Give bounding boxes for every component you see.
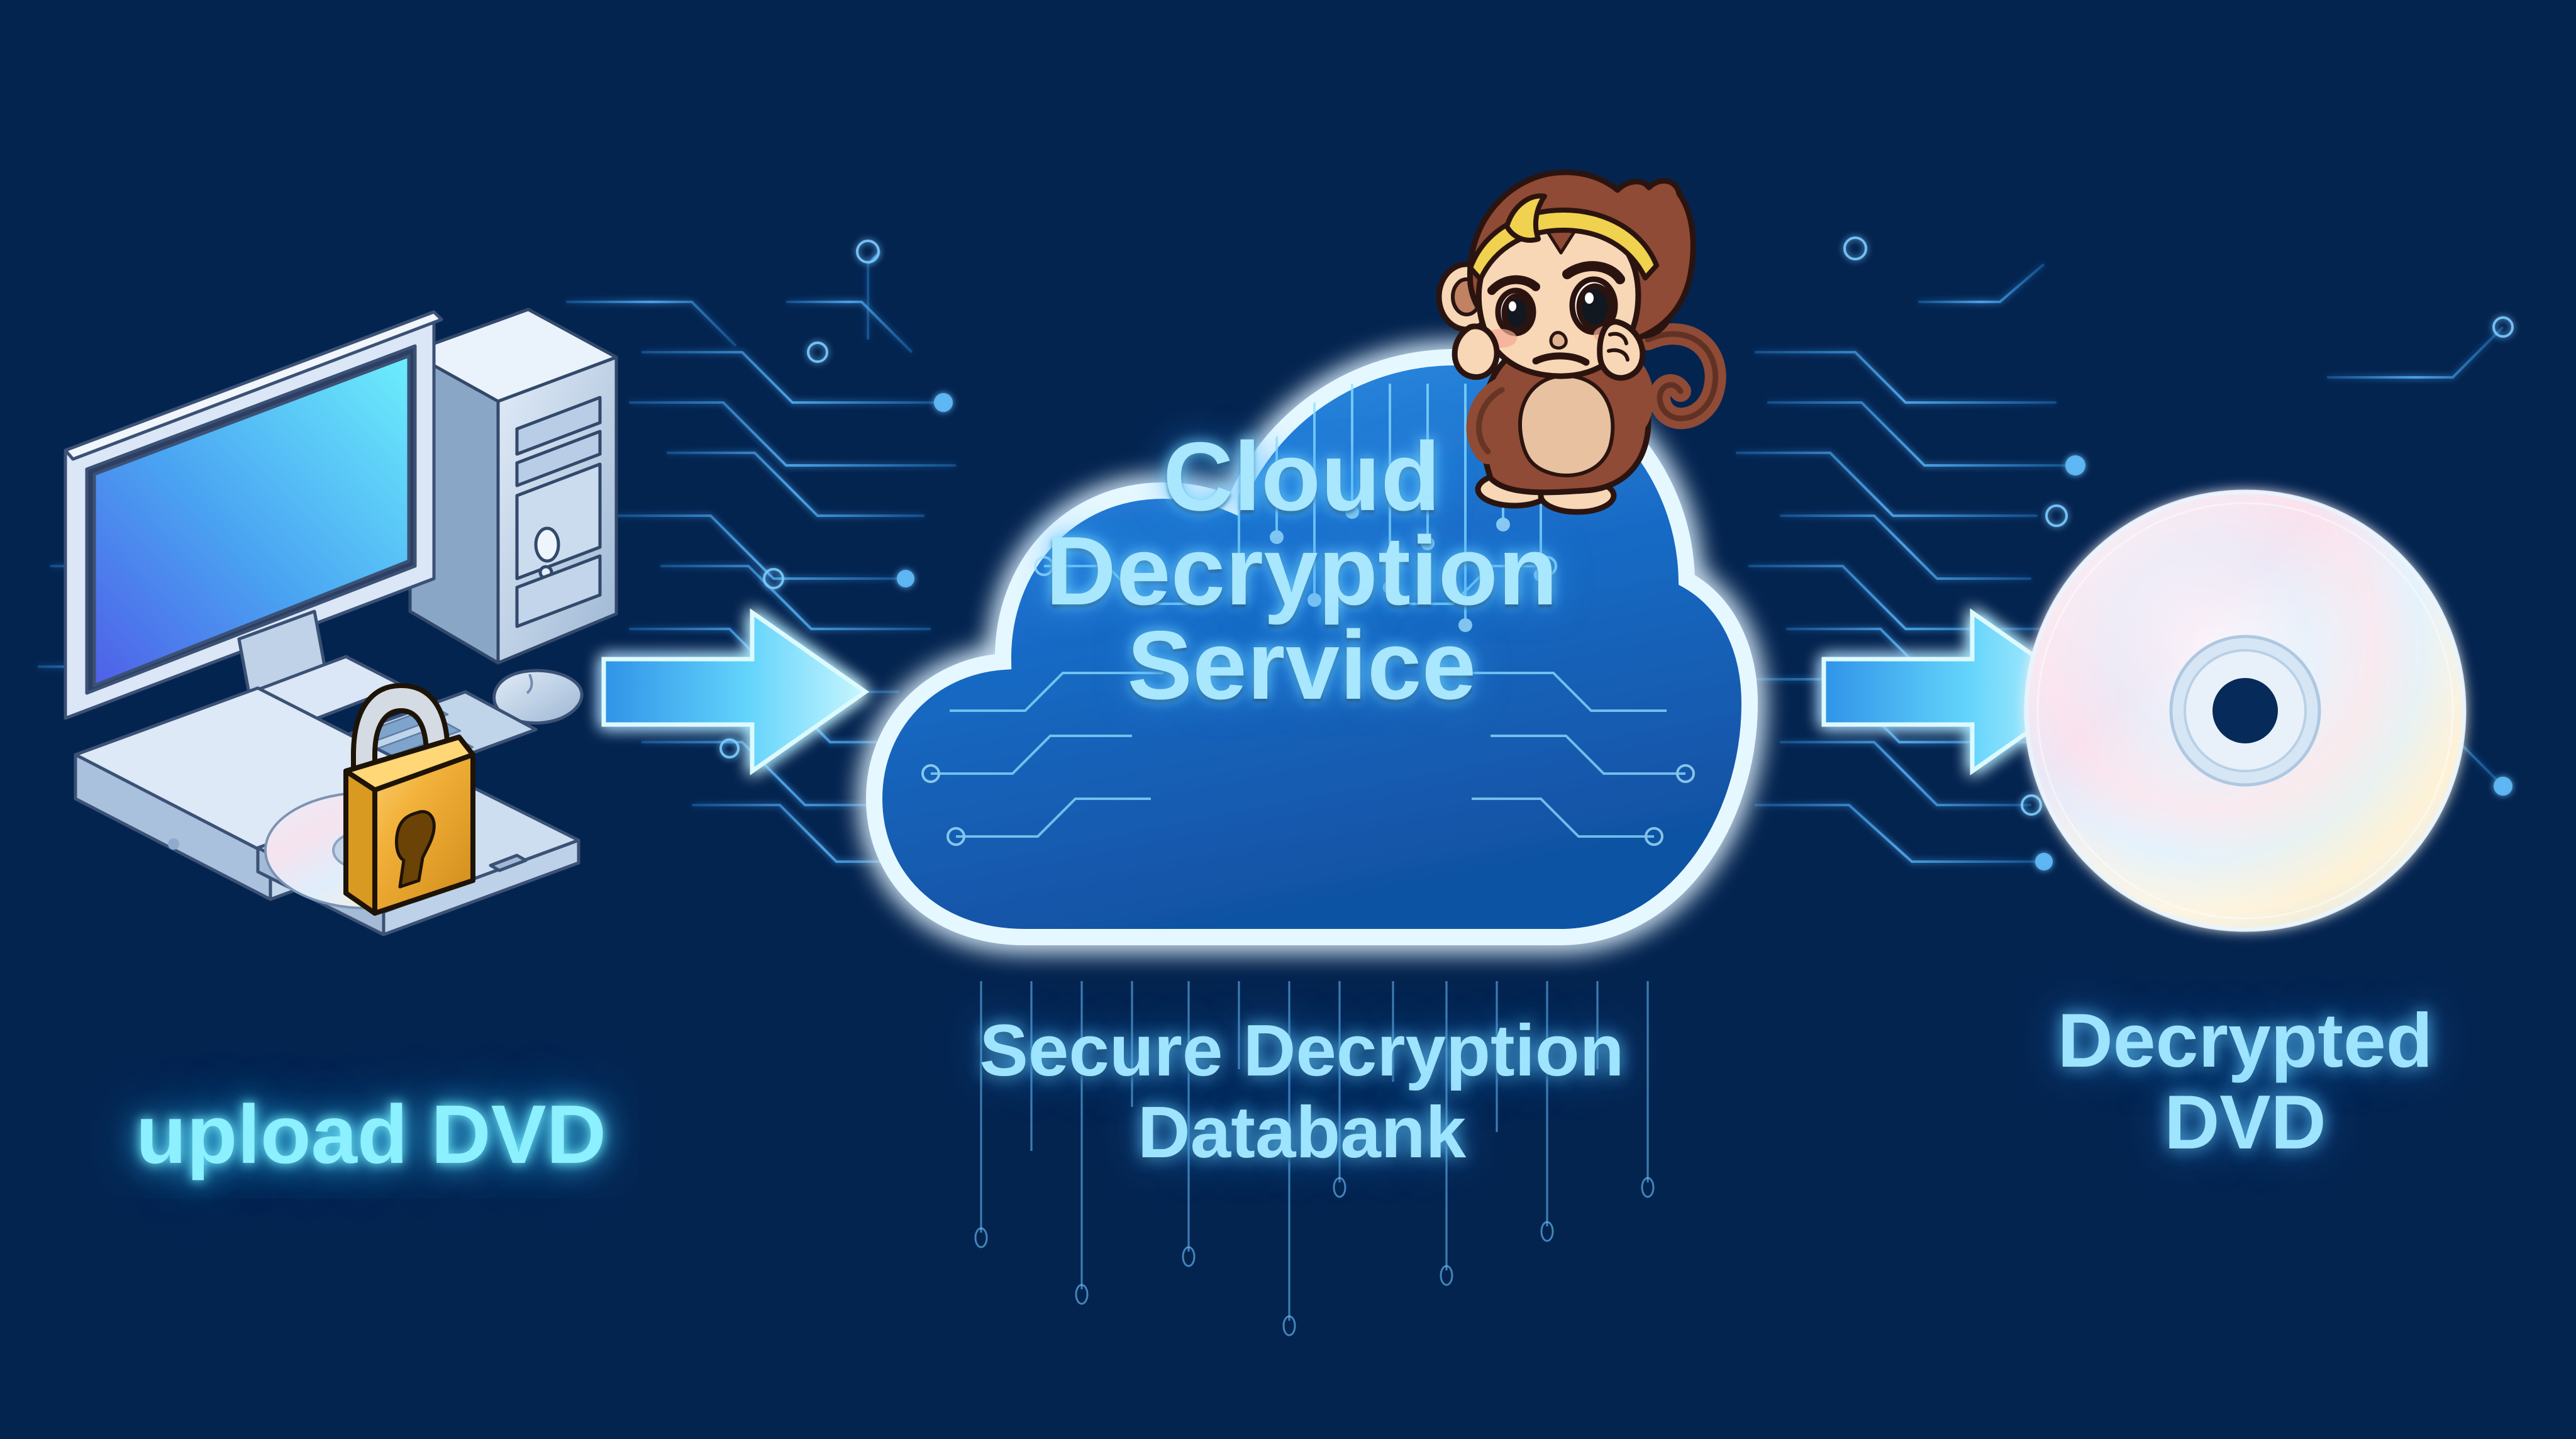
computer-workstation (50, 252, 692, 936)
padlock-icon (343, 683, 475, 916)
arrow-right-icon-left (601, 585, 870, 799)
caption-databank-line-1: Secure Decryption (979, 1009, 1624, 1091)
thinking-monkey-mascot (1396, 151, 1748, 528)
computer-tower-icon (408, 308, 618, 665)
decrypted-dvd-disc-icon (2012, 478, 2478, 943)
caption-upload-dvd: upload DVD (136, 1088, 606, 1181)
caption-decrypted-line-2: DVD (2164, 1079, 2326, 1165)
caption-decrypted-line-1: Decrypted (2057, 997, 2433, 1083)
mouse-icon (492, 669, 584, 725)
caption-databank-line-2: Databank (1137, 1091, 1467, 1173)
